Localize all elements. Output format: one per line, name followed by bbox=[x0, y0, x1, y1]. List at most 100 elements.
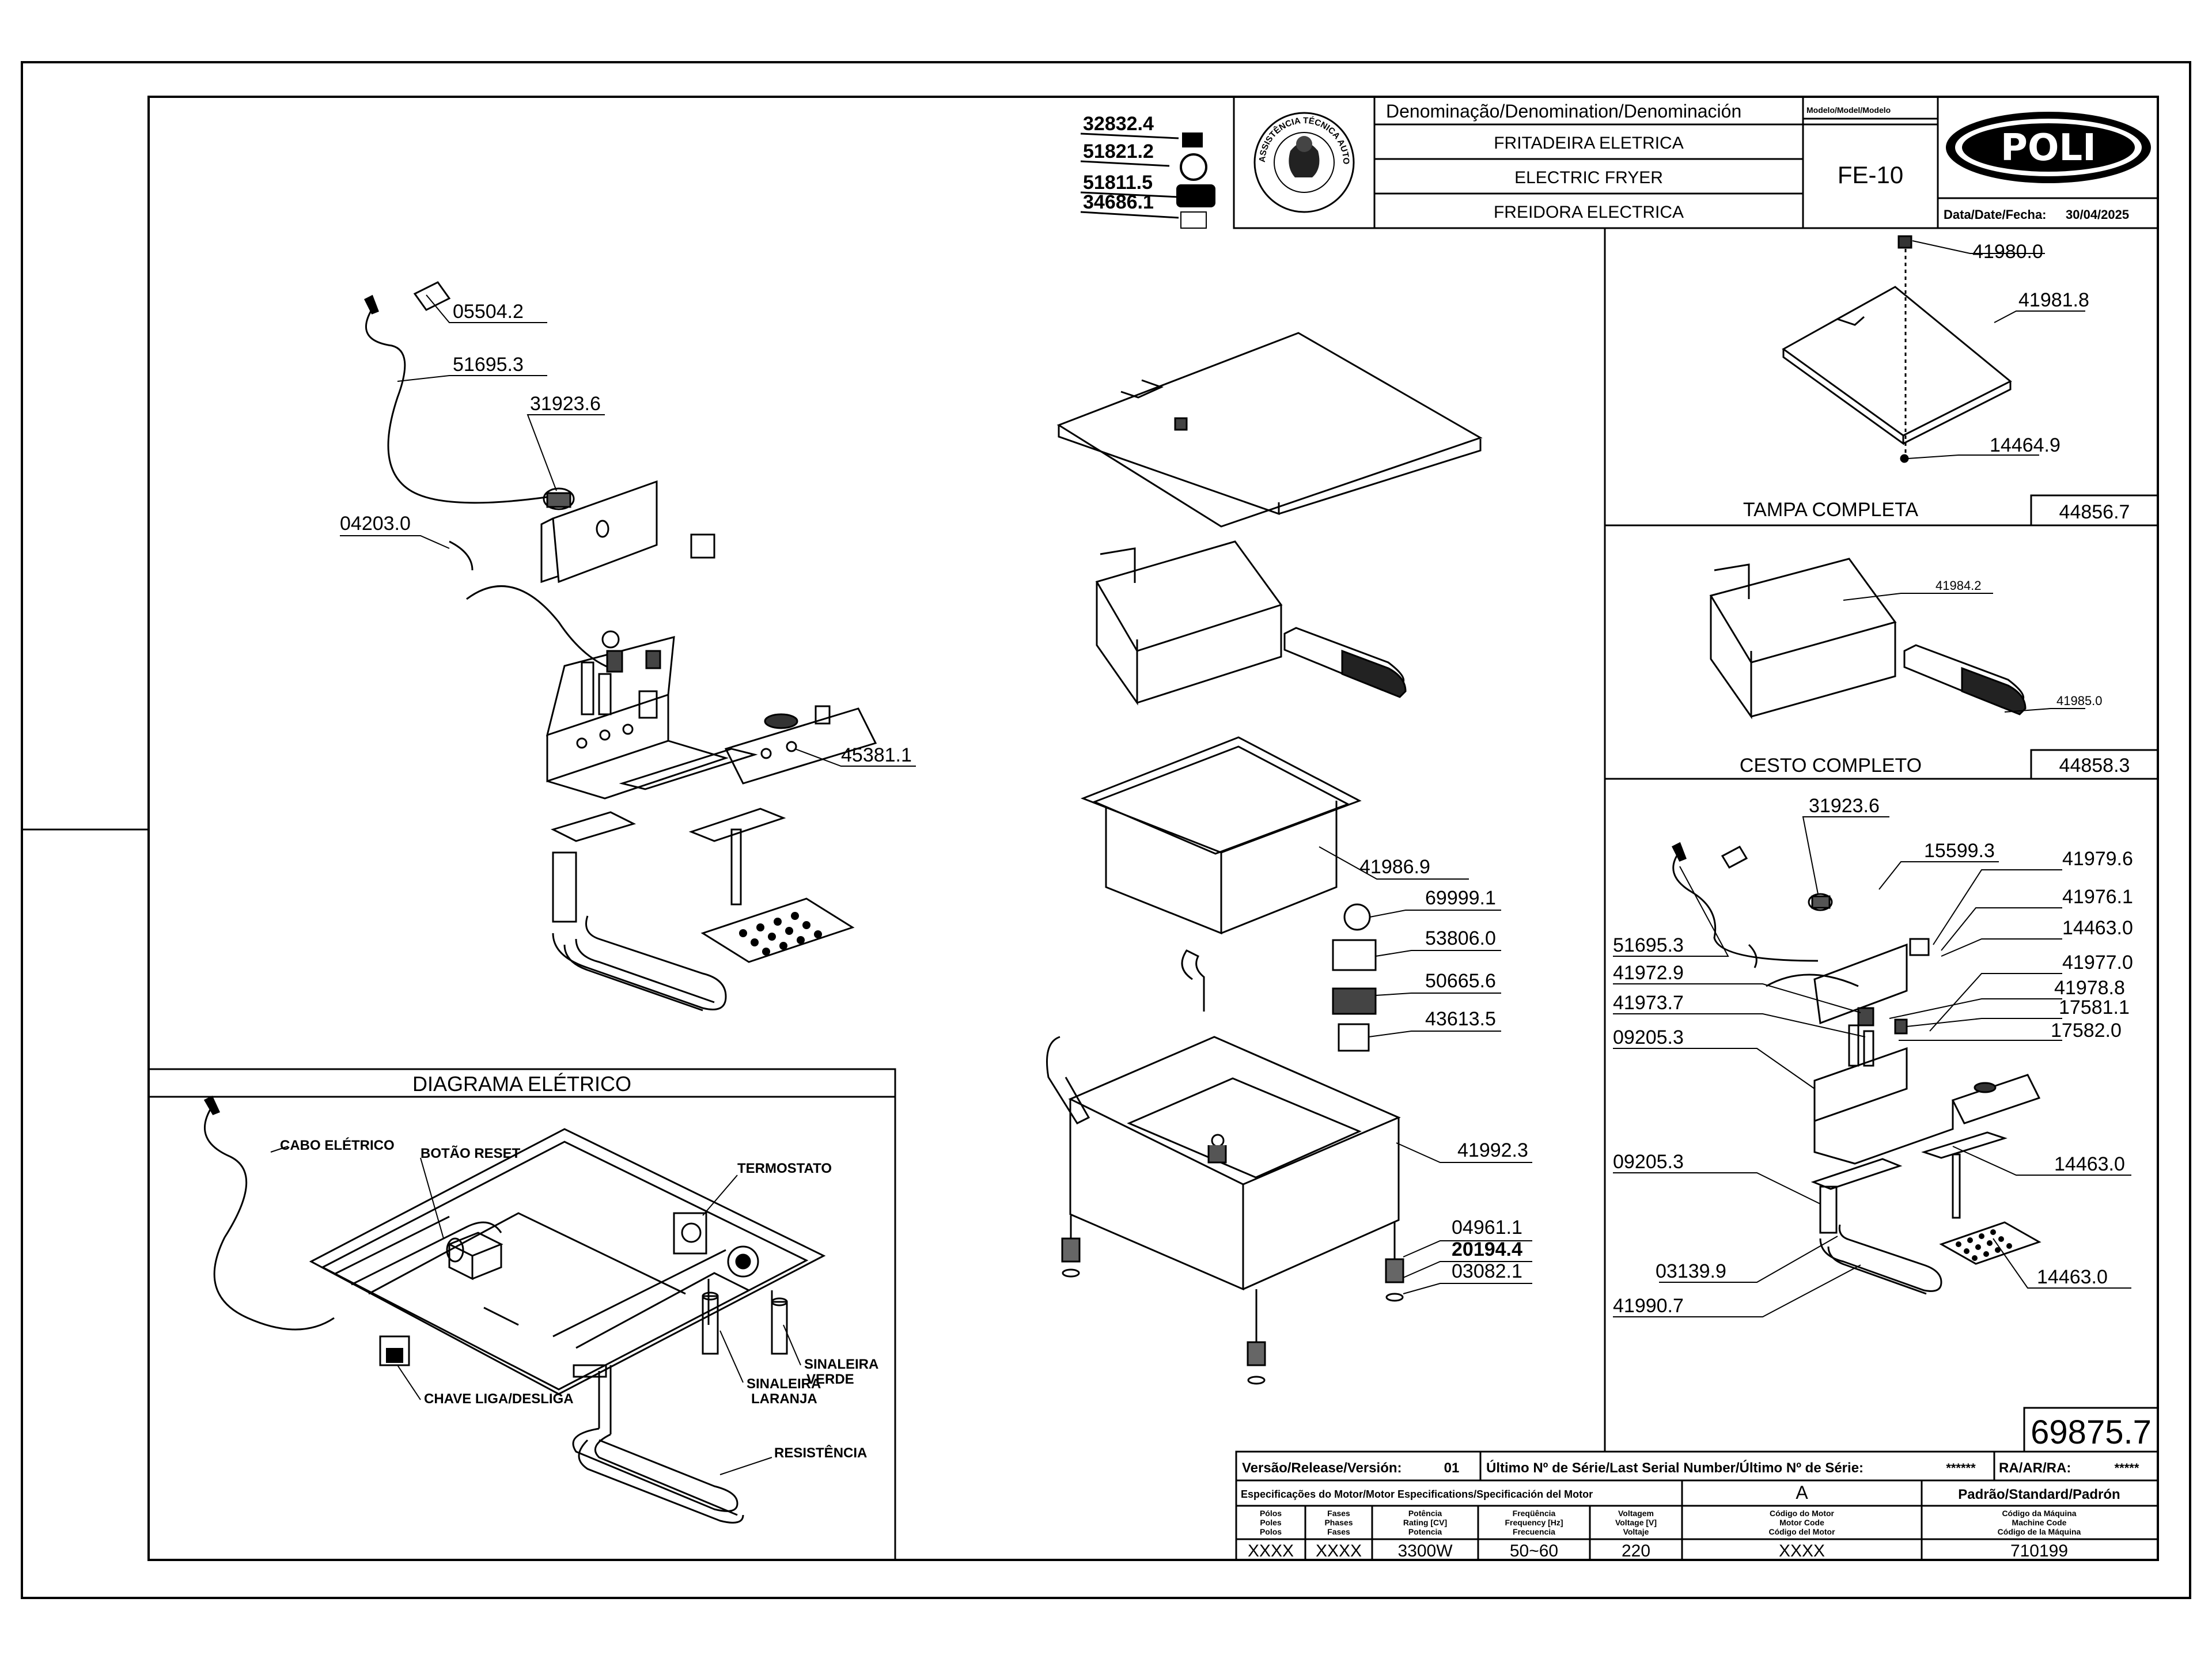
col-frequency-h2: Frequency [Hz] bbox=[1505, 1518, 1563, 1527]
left-control-assembly bbox=[363, 281, 877, 1012]
value-motor-code: XXXX bbox=[1779, 1541, 1825, 1560]
part-14463-0-a: 14463.0 bbox=[2062, 917, 2133, 939]
col-poles-h1: Pólos bbox=[1260, 1509, 1282, 1518]
drawing-number-box: 69875.7 bbox=[2023, 1407, 2159, 1453]
part-03139-9: 03139.9 bbox=[1656, 1260, 1726, 1282]
heater-element bbox=[572, 1364, 744, 1524]
serial-label: Último Nº de Série/Last Serial Number/Úl… bbox=[1486, 1460, 1863, 1476]
part-17581-1: 17581.1 bbox=[2059, 997, 2130, 1018]
part-43613-5: 43613.5 bbox=[1425, 1008, 1496, 1030]
part-20194-4: 20194.4 bbox=[1452, 1238, 1522, 1260]
part-14464-9: 14464.9 bbox=[1990, 434, 2061, 456]
value-machine-code: 710199 bbox=[2010, 1541, 2068, 1560]
lid-subassembly-callouts: 41980.0 41981.8 14464.9 TAMPA COMPLETA 4… bbox=[1743, 240, 2130, 523]
col-rating-h2: Rating [CV] bbox=[1403, 1518, 1447, 1527]
part-41973-7: 41973.7 bbox=[1613, 992, 1684, 1014]
right-assembly-callouts: 31923.6 15599.3 41979.6 41976.1 14463.0 … bbox=[1613, 795, 2133, 1317]
lid-subassembly bbox=[1782, 235, 2012, 463]
part-09205-3-a: 09205.3 bbox=[1613, 1027, 1684, 1048]
center-assembly-callouts: 41986.9 69999.1 53806.0 50665.6 43613.5 … bbox=[1319, 846, 1532, 1294]
col-poles-h2: Poles bbox=[1260, 1518, 1282, 1527]
part-31923-6-right: 31923.6 bbox=[1809, 795, 1880, 817]
part-15599-3: 15599.3 bbox=[1924, 840, 1995, 862]
poli-logo: POLI bbox=[1946, 112, 2151, 183]
lid-subassembly-code: 44856.7 bbox=[2059, 501, 2130, 523]
col-machine-code-h1: Código da Máquina bbox=[2002, 1509, 2076, 1518]
standard-label: Padrão/Standard/Padrón bbox=[1958, 1487, 2120, 1502]
product-name-en: ELECTRIC FRYER bbox=[1514, 168, 1663, 187]
motor-spec-label: Especificações do Motor/Motor Especifica… bbox=[1241, 1488, 1593, 1500]
center-assembly bbox=[1046, 332, 1483, 1385]
label-on-off-switch: CHAVE LIGA/DESLIGA bbox=[424, 1391, 574, 1407]
col-motor-code-h1: Código do Motor bbox=[1770, 1509, 1835, 1518]
part-09205-3-b: 09205.3 bbox=[1613, 1151, 1684, 1173]
electrical-diagram: DIAGRAMA ELÉTRICO bbox=[147, 1068, 896, 1561]
lid-subassembly-title: TAMPA COMPLETA bbox=[1743, 499, 1918, 521]
part-14463-0-b: 14463.0 bbox=[2054, 1153, 2125, 1175]
label-green-lamp-1: SINALEIRA bbox=[804, 1357, 878, 1372]
part-14463-0-c: 14463.0 bbox=[2037, 1266, 2108, 1288]
part-17582-0: 17582.0 bbox=[2051, 1020, 2122, 1041]
part-03082-1: 03082.1 bbox=[1452, 1260, 1522, 1282]
part-41981-8: 41981.8 bbox=[2018, 289, 2089, 311]
label-reset-button: BOTÃO RESET bbox=[421, 1145, 521, 1161]
value-poles: XXXX bbox=[1248, 1541, 1294, 1560]
label-thermostat: TERMOSTATO bbox=[737, 1161, 832, 1176]
part-41984-2: 41984.2 bbox=[1936, 578, 1982, 593]
product-name-pt: FRITADEIRA ELETRICA bbox=[1494, 134, 1684, 153]
left-assembly-callouts: 05504.2 51695.3 31923.6 04203.0 45381.1 bbox=[340, 294, 916, 767]
spec-column-values: XXXX XXXX 3300W 50~60 220 XXXX 710199 bbox=[1248, 1541, 2068, 1560]
denomination-label: Denominação/Denomination/Denominación bbox=[1386, 101, 1741, 122]
basket-subassembly-title: CESTO COMPLETO bbox=[1740, 755, 1922, 777]
part-41972-9: 41972.9 bbox=[1613, 962, 1684, 984]
label-orange-lamp-1: SINALEIRA bbox=[747, 1376, 821, 1392]
col-voltage-h1: Voltagem bbox=[1618, 1509, 1654, 1518]
basket-subassembly bbox=[1709, 558, 2027, 719]
date-label: Data/Date/Fecha: bbox=[1944, 207, 2047, 222]
label-part-3: 51811.5 bbox=[1083, 172, 1153, 194]
version-value: 01 bbox=[1444, 1460, 1460, 1476]
basket-subassembly-code: 44858.3 bbox=[2059, 755, 2130, 777]
col-rating-h3: Potencia bbox=[1408, 1527, 1442, 1536]
col-frequency-h1: Freqüência bbox=[1513, 1509, 1556, 1518]
col-poles-h3: Polos bbox=[1260, 1527, 1282, 1536]
label-heating-element: RESISTÊNCIA bbox=[774, 1445, 867, 1461]
right-drip-screen-holes bbox=[1956, 1229, 2012, 1261]
label-stack: 32832.4 51821.2 51811.5 34686.1 bbox=[1080, 113, 1215, 229]
title-block: ASSISTÊNCIA TÉCNICA AUTORIZADA Denominaç… bbox=[0, 0, 2159, 229]
part-41976-1: 41976.1 bbox=[2062, 886, 2133, 908]
revision-value: A bbox=[1796, 1482, 1808, 1503]
thermostat-component bbox=[673, 1212, 788, 1355]
ra-value: ***** bbox=[2115, 1461, 2139, 1475]
col-motor-code-h3: Código del Motor bbox=[1768, 1527, 1835, 1536]
part-41990-7: 41990.7 bbox=[1613, 1295, 1684, 1317]
part-45381-1: 45381.1 bbox=[841, 744, 912, 766]
col-voltage-h3: Voltaje bbox=[1623, 1527, 1649, 1536]
part-69999-1: 69999.1 bbox=[1425, 887, 1496, 909]
part-04961-1: 04961.1 bbox=[1452, 1217, 1522, 1238]
right-panels-frame bbox=[1604, 228, 2159, 1452]
label-part-2: 51821.2 bbox=[1083, 141, 1154, 162]
col-phases-h2: Phases bbox=[1324, 1518, 1353, 1527]
part-51695-3-right: 51695.3 bbox=[1613, 934, 1684, 956]
part-05504-2: 05504.2 bbox=[453, 301, 524, 323]
model-code: FE-10 bbox=[1838, 161, 1903, 188]
label-green-lamp-2: VERDE bbox=[806, 1372, 854, 1387]
value-voltage: 220 bbox=[1622, 1541, 1650, 1560]
part-41986-9: 41986.9 bbox=[1359, 856, 1430, 878]
part-41980-0: 41980.0 bbox=[1972, 241, 2043, 263]
serial-value: ****** bbox=[1946, 1461, 1976, 1475]
seal-text: ASSISTÊNCIA TÉCNICA AUTORIZADA bbox=[0, 0, 1351, 165]
svg-text:ASSISTÊNCIA TÉCNICA AUTORIZADA: ASSISTÊNCIA TÉCNICA AUTORIZADA bbox=[0, 0, 1351, 165]
part-53806-0: 53806.0 bbox=[1425, 927, 1496, 949]
switch-component bbox=[379, 1335, 410, 1366]
part-31923-6: 31923.6 bbox=[530, 393, 601, 415]
value-frequency: 50~60 bbox=[1510, 1541, 1558, 1560]
col-machine-code-h2: Machine Code bbox=[2012, 1518, 2067, 1527]
version-label: Versão/Release/Versión: bbox=[1242, 1460, 1402, 1476]
label-part-1: 32832.4 bbox=[1083, 113, 1154, 135]
date-value: 30/04/2025 bbox=[2066, 207, 2129, 222]
brand-wordmark: POLI bbox=[2001, 127, 2096, 169]
basket-subassembly-callouts: 41984.2 41985.0 bbox=[1843, 578, 2103, 713]
